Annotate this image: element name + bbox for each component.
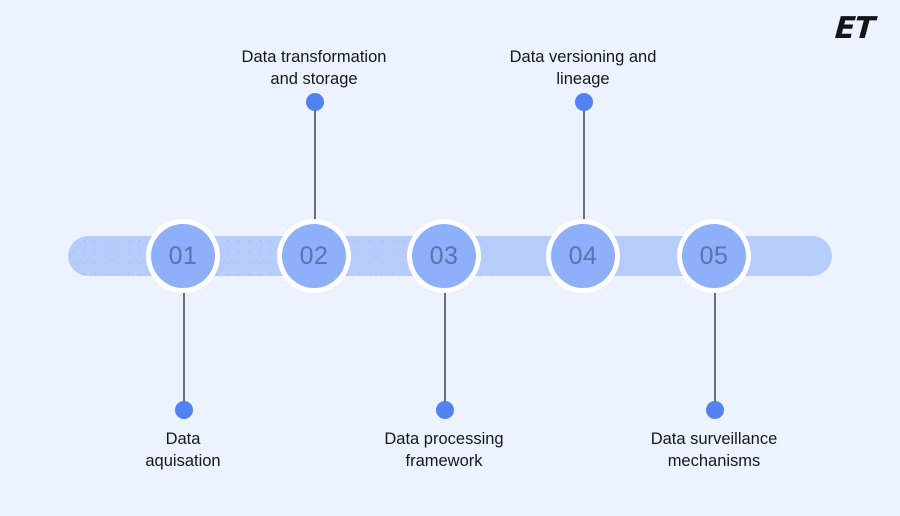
step-label-5: Data surveillance mechanisms — [650, 430, 778, 470]
connector-line-icon — [583, 102, 585, 219]
milestone-disc — [151, 224, 215, 288]
connector-dot-icon — [706, 401, 724, 419]
milestone-number-2: 02 — [299, 241, 329, 270]
connector-step-3 — [436, 293, 454, 419]
milestone-disc — [282, 224, 346, 288]
milestone-number-1: 01 — [168, 241, 198, 270]
milestone-step-2[interactable]: 02 — [277, 219, 351, 293]
brand-logo: ET — [833, 11, 876, 46]
connector-line-icon — [183, 293, 185, 410]
connector-line-icon — [314, 102, 316, 219]
connector-dot-icon — [306, 93, 324, 111]
milestone-number-5: 05 — [699, 241, 729, 270]
milestone-step-4[interactable]: 04 — [546, 219, 620, 293]
milestone-number-3: 03 — [429, 241, 459, 270]
milestone-disc — [412, 224, 476, 288]
step-label-1: Data aquisation — [145, 430, 221, 470]
step-label-3: Data processing framework — [384, 430, 504, 470]
milestone-step-1[interactable]: 01 — [146, 219, 220, 293]
step-label-2: Data transformation and storage — [241, 48, 387, 88]
connector-dot-icon — [436, 401, 454, 419]
connector-step-2 — [306, 93, 324, 219]
step-label-4: Data versioning and lineage — [509, 48, 657, 88]
milestone-number-4: 04 — [568, 241, 598, 270]
milestone-disc — [551, 224, 615, 288]
connector-step-4 — [575, 93, 593, 219]
milestone-step-5[interactable]: 05 — [677, 219, 751, 293]
milestone-disc — [682, 224, 746, 288]
milestone-step-3[interactable]: 03 — [407, 219, 481, 293]
connector-step-5 — [706, 293, 724, 419]
connector-line-icon — [444, 293, 446, 410]
connector-dot-icon — [575, 93, 593, 111]
connector-step-1 — [175, 293, 193, 419]
connector-dot-icon — [175, 401, 193, 419]
connector-line-icon — [714, 293, 716, 410]
